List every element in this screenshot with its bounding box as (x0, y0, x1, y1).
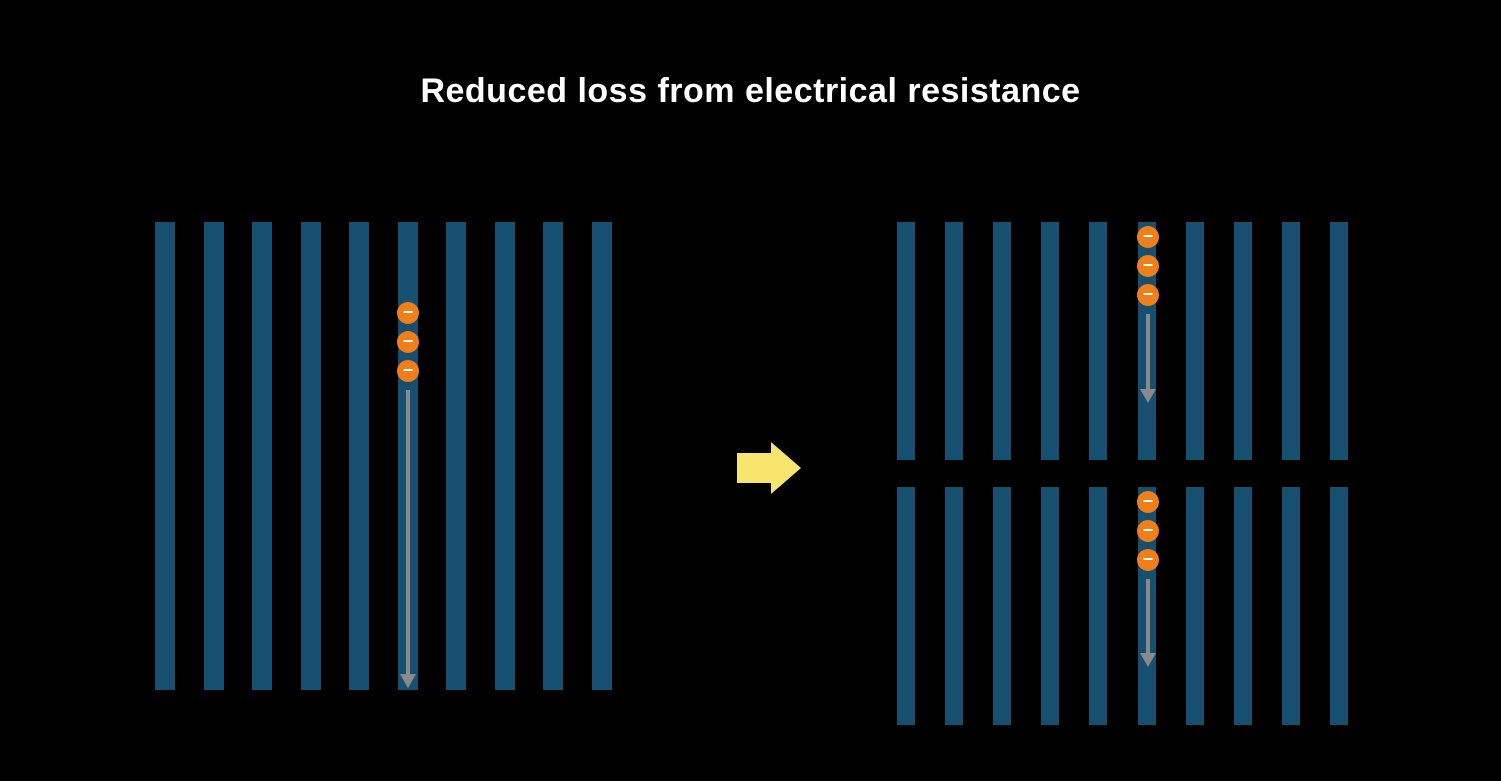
cell-finger-bar (1185, 222, 1204, 460)
minus-glyph: − (1142, 520, 1154, 540)
electron-icon: − (1137, 284, 1159, 306)
minus-glyph: − (1142, 549, 1154, 569)
minus-glyph: − (402, 331, 414, 351)
cell-finger-bar (1089, 487, 1108, 725)
transition-arrow-head (771, 442, 801, 494)
current-arrow-head-icon (1140, 389, 1156, 403)
electron-list: − − − (397, 302, 419, 382)
cell-finger-bar (1329, 222, 1348, 460)
cell-finger-bar (1041, 487, 1060, 725)
cell-finger-bar (494, 222, 515, 690)
cell-finger-bar (252, 222, 273, 690)
half-cell-bottom-bar-group (897, 487, 1348, 725)
cell-finger-bar (945, 487, 964, 725)
current-arrow-line (1146, 579, 1150, 653)
cell-finger-bar (945, 222, 964, 460)
current-arrow-head-icon (400, 674, 416, 688)
electron-flow-right-top: − − − (1137, 226, 1159, 403)
cell-finger-bar (349, 222, 370, 690)
transition-arrow-icon (737, 442, 801, 494)
cell-finger-bar (203, 222, 224, 690)
cell-finger-bar (591, 222, 612, 690)
cell-finger-bar (993, 222, 1012, 460)
cell-finger-bar (897, 222, 915, 460)
electron-icon: − (397, 360, 419, 382)
cell-finger-bar (1089, 222, 1108, 460)
electron-icon: − (397, 302, 419, 324)
cell-finger-bar (897, 487, 915, 725)
electron-flow-left: − − − (397, 302, 419, 688)
cell-finger-bar (1329, 487, 1348, 725)
cell-finger-bar (1233, 222, 1252, 460)
electron-flow-right-bottom: − − − (1137, 491, 1159, 667)
current-arrow-head-icon (1140, 653, 1156, 667)
half-cell-top-bar-group (897, 222, 1348, 460)
electron-icon: − (397, 331, 419, 353)
minus-glyph: − (402, 360, 414, 380)
cell-finger-bar (1281, 222, 1300, 460)
cell-finger-bar (446, 222, 467, 690)
cell-finger-bar (1233, 487, 1252, 725)
minus-glyph: − (1142, 255, 1154, 275)
electron-icon: − (1137, 255, 1159, 277)
cell-finger-bar (543, 222, 564, 690)
transition-arrow-shaft (737, 453, 771, 483)
minus-glyph: − (1142, 226, 1154, 246)
electron-list: − − − (1137, 226, 1159, 306)
cell-finger-bar (993, 487, 1012, 725)
cell-finger-bar (155, 222, 175, 690)
electron-icon: − (1137, 520, 1159, 542)
electron-icon: − (1137, 491, 1159, 513)
minus-glyph: − (402, 302, 414, 322)
minus-glyph: − (1142, 284, 1154, 304)
electron-icon: − (1137, 226, 1159, 248)
full-cell-bar-group (155, 222, 612, 690)
minus-glyph: − (1142, 491, 1154, 511)
current-arrow-line (406, 390, 410, 674)
cell-finger-bar (300, 222, 321, 690)
cell-finger-bar (1185, 487, 1204, 725)
current-arrow-line (1146, 314, 1150, 389)
cell-finger-bar (1281, 487, 1300, 725)
electron-list: − − − (1137, 491, 1159, 571)
electron-icon: − (1137, 549, 1159, 571)
cell-finger-bar (1041, 222, 1060, 460)
page-title: Reduced loss from electrical resistance (420, 72, 1081, 110)
